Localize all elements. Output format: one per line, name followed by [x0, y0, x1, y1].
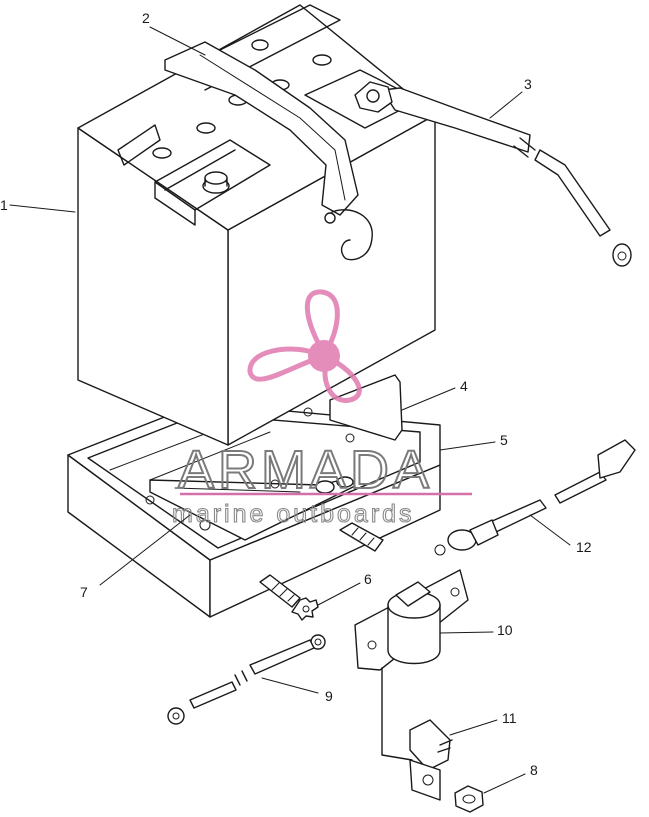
callout-9: 9 — [325, 688, 333, 704]
ground-strap — [167, 634, 326, 725]
propeller-logo — [247, 289, 362, 403]
positive-cable — [354, 81, 632, 267]
callouts: 1 2 3 4 5 6 7 8 9 10 11 12 — [0, 10, 592, 794]
callout-11: 11 — [502, 710, 517, 726]
rectifier — [409, 719, 453, 801]
callout-3: 3 — [524, 76, 532, 92]
battery-tray — [67, 402, 441, 618]
callout-1: 1 — [0, 197, 8, 213]
callout-8: 8 — [530, 762, 538, 778]
callout-5: 5 — [500, 432, 508, 448]
watermark-brand: ARMADA — [178, 440, 433, 500]
stud-bolts — [259, 522, 384, 621]
watermark: ARMADA marine outboards — [171, 289, 472, 529]
callout-12: 12 — [576, 539, 592, 555]
condenser-bracket — [354, 569, 469, 761]
callout-6: 6 — [364, 571, 372, 587]
mounting-bracket — [270, 374, 403, 489]
negative-cable — [434, 439, 636, 556]
hold-down-strap — [164, 41, 373, 261]
callout-2: 2 — [142, 10, 150, 26]
battery — [77, 4, 436, 446]
negative-terminal — [202, 171, 230, 194]
cell-caps — [152, 39, 332, 159]
watermark-tagline: marine outboards — [172, 500, 415, 528]
hex-nut — [454, 785, 484, 813]
callout-10: 10 — [497, 622, 513, 638]
callout-7: 7 — [80, 584, 88, 600]
callout-4: 4 — [460, 378, 468, 394]
